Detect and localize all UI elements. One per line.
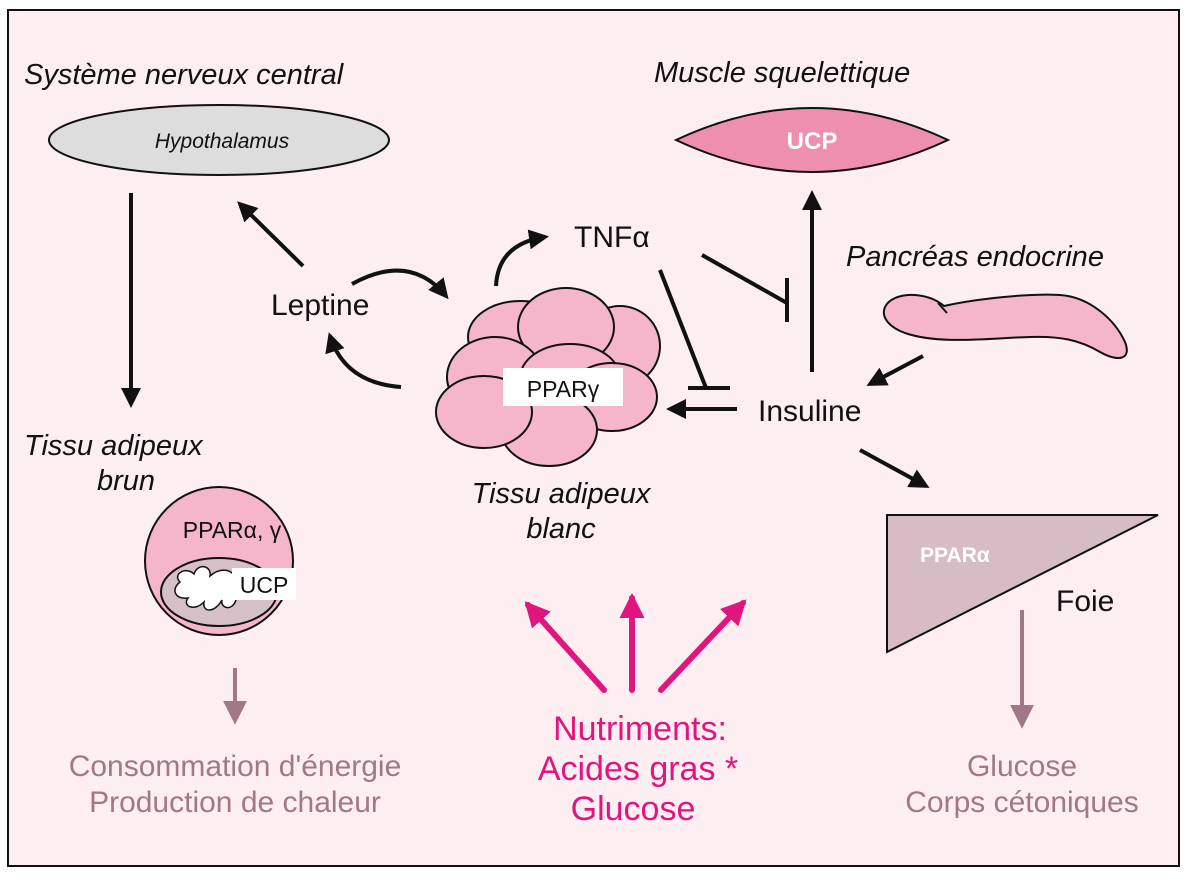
brown-output-line2: Production de chaleur [89,786,381,819]
pancreas-fold [937,302,948,314]
muscle-ucp-label: UCP [787,128,838,155]
muscle-title: Muscle squelettique [654,57,910,89]
inhibition-tnf-to-insuline-muscle [701,253,788,305]
mitochondrial-cristae [174,565,237,611]
tnf-alpha-label: TNFα [574,221,650,254]
liver-output-line1: Glucose [967,750,1077,783]
white-adipose-ppar-box [503,368,623,406]
hypothalamus-shape [48,104,390,176]
cns-title: Système nerveux central [24,59,345,91]
liver-title: Foie [1056,585,1114,618]
arrow-pancreas-to-insuline [866,354,924,386]
nutrients-line3: Glucose [571,790,696,828]
brown-adipose-ucp-label: UCP [240,572,289,598]
leptine-label: Leptine [271,289,369,322]
nutrients-line1: Nutriments: [553,710,727,748]
brown-adipose-ucp-box [232,568,296,600]
brown-adipose-ppar-label: PPARα, γ [183,517,282,543]
brown-adipose-title-line2: brun [97,465,155,497]
muscle-shape [673,107,951,173]
hypothalamus-label: Hypothalamus [155,130,290,153]
pancreas-title: Pancréas endocrine [846,241,1104,273]
arrow-white-adipose-to-tnf [494,229,549,287]
arrow-white-adipose-to-leptine [325,332,402,389]
brown-adipose-title-line1: Tissu adipeux [24,430,204,462]
inhibition-tnf-to-insuline-adipose [658,269,708,389]
liver-output-line2: Corps cétoniques [905,786,1138,819]
arrow-leptine-to-white-adipose [351,268,449,300]
brown-output-line1: Consommation d'énergie [69,750,402,783]
nutrients-line2: Acides gras * [538,750,738,788]
arrow-nutrients-to-right [658,599,747,693]
white-adipose-title-line2: blanc [526,513,596,545]
arrow-nutrients-to-left [524,601,607,693]
white-adipose-title-line1: Tissu adipeux [472,478,652,510]
arrow-insuline-to-liver [859,448,930,488]
liver-ppar-label: PPARα [920,544,990,567]
liver-shape [886,514,1159,654]
white-adipose-ppar-label: PPARγ [527,376,600,402]
insuline-label: Insuline [758,395,861,428]
arrow-leptine-to-hypothalamus [237,201,305,268]
